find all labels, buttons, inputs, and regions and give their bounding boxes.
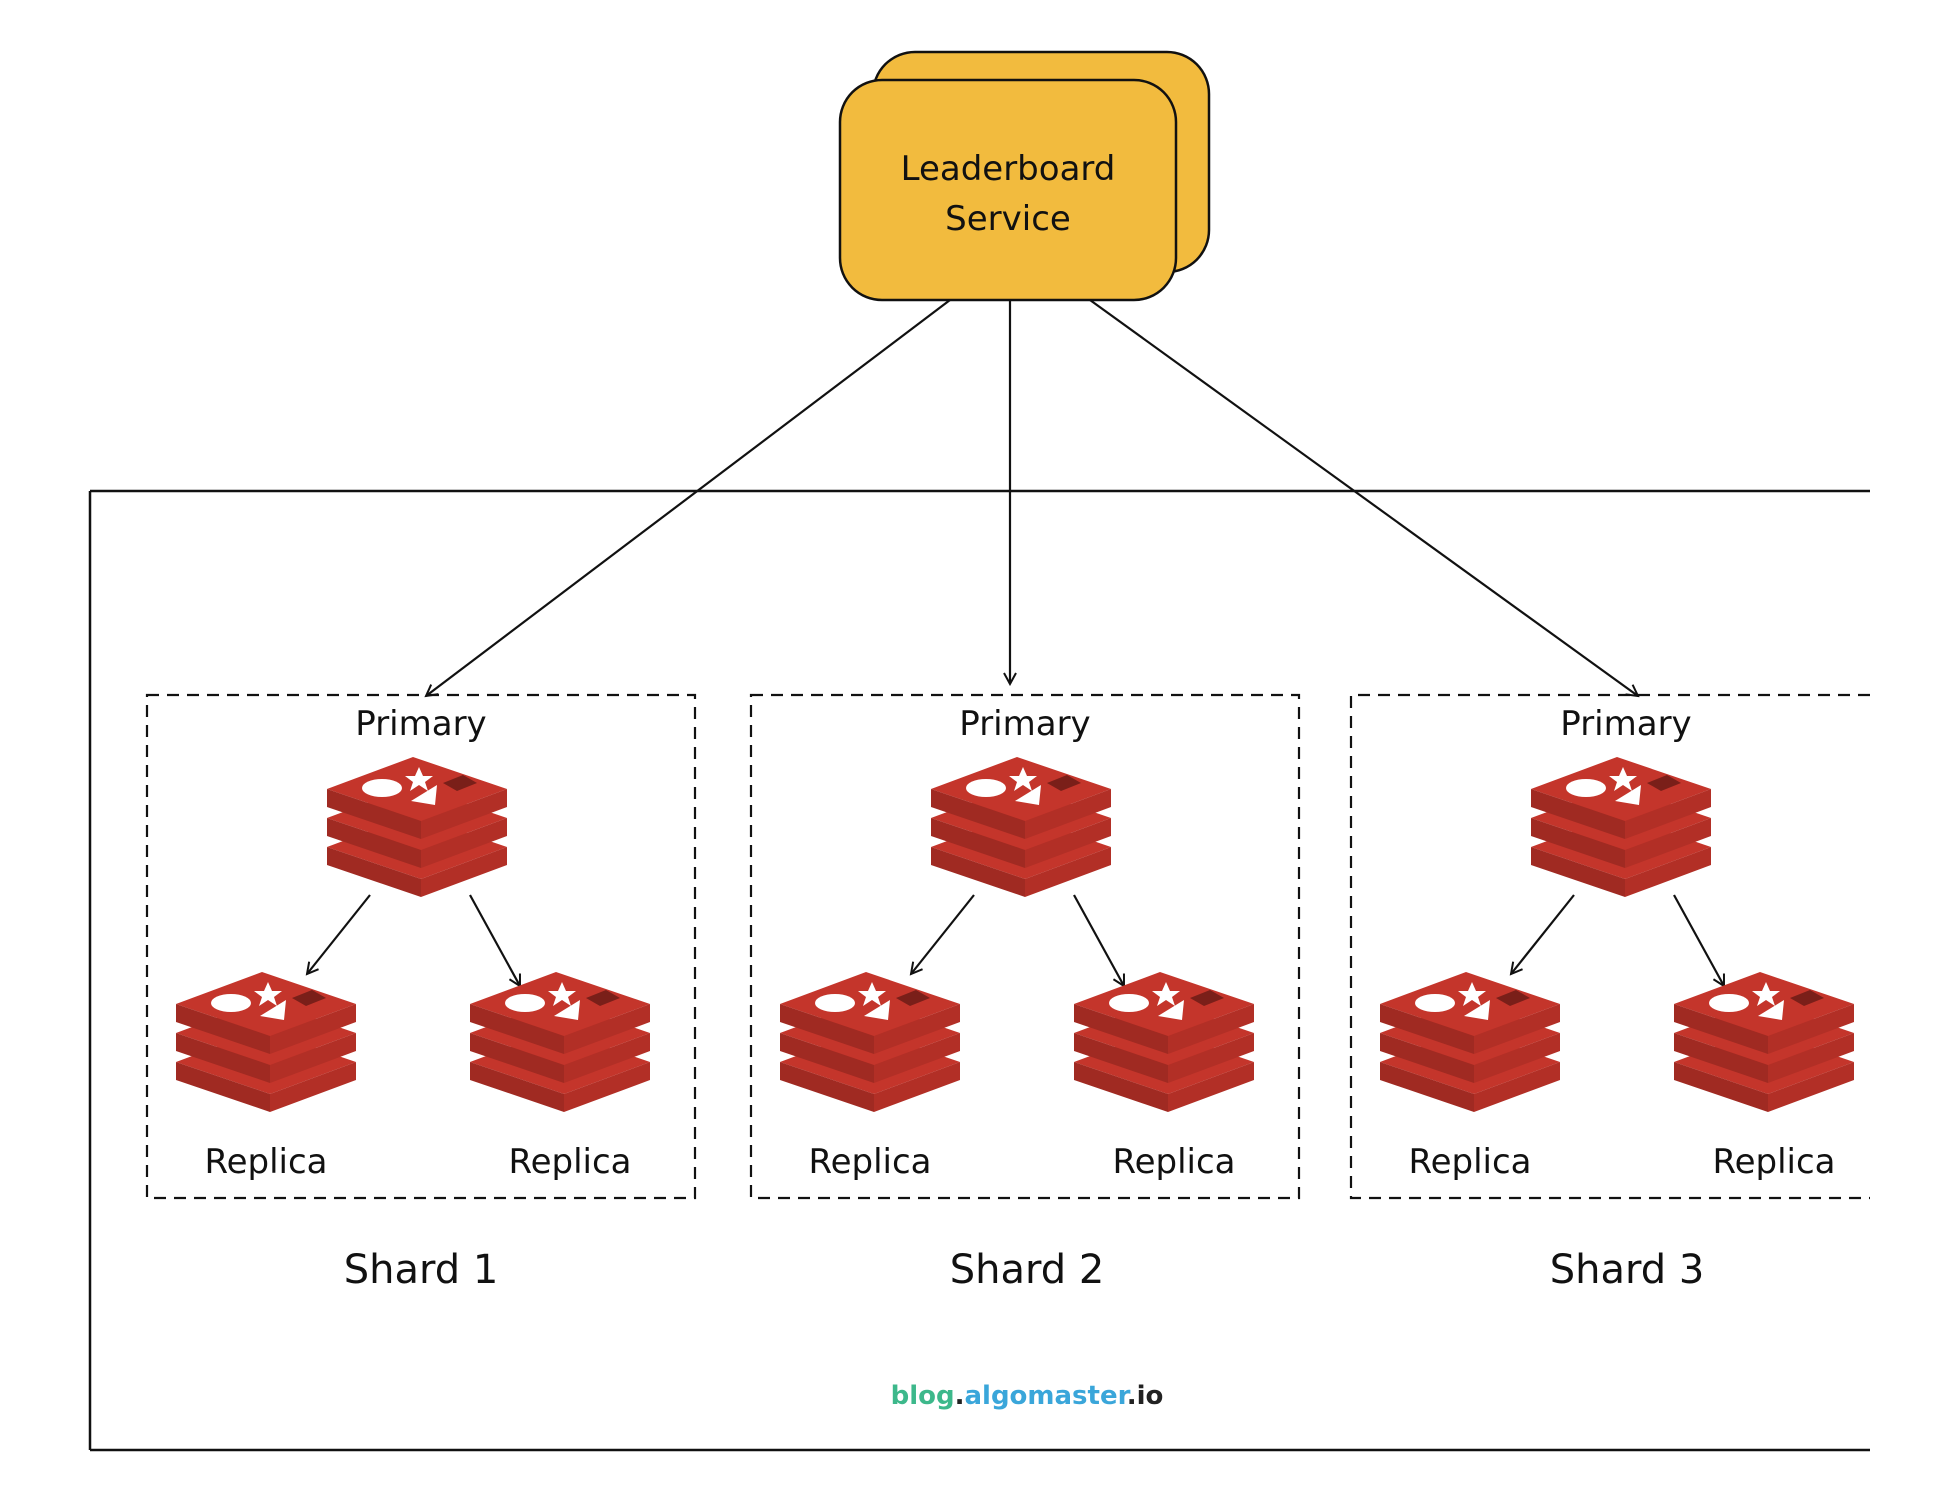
- redis-cube-icon: [1380, 972, 1560, 1112]
- redis-cube-icon: [1674, 972, 1854, 1112]
- shard-2: Primary Replica Replica Shard 2: [749, 693, 1301, 1293]
- shard-3-primary-label: Primary: [1560, 704, 1691, 744]
- shard-2-name: Shard 2: [950, 1247, 1105, 1293]
- shard-2-replica-label-left: Replica: [808, 1142, 931, 1182]
- shard-1-primary-label: Primary: [355, 704, 486, 744]
- redis-cube-icon: [1074, 972, 1254, 1112]
- shard-3-replica-label-left: Replica: [1408, 1142, 1531, 1182]
- arrow-to-shard1-primary: [426, 299, 951, 696]
- shard-1-name: Shard 1: [344, 1247, 499, 1293]
- redis-cube-icon: [931, 757, 1111, 897]
- shard-1-replica-label-right: Replica: [508, 1142, 631, 1182]
- watermark-dot1: .: [955, 1381, 965, 1411]
- arrow-to-shard3-primary: [1089, 299, 1638, 696]
- service-label-line2: Service: [945, 199, 1071, 239]
- shard-1: Primary Replica Replica Shard 1: [145, 693, 697, 1293]
- leaderboard-service-node: Leaderboard Service: [838, 50, 1211, 302]
- redis-cube-icon: [470, 972, 650, 1112]
- redis-cube-icon: [1531, 757, 1711, 897]
- watermark-blog: blog: [891, 1381, 955, 1411]
- redis-cube-icon: [780, 972, 960, 1112]
- service-to-primary-arrows: [426, 299, 1638, 696]
- shard-3-replica-label-right: Replica: [1712, 1142, 1835, 1182]
- watermark-algomaster: algomaster: [964, 1381, 1130, 1411]
- shard-3-boundary: [1349, 693, 1870, 1200]
- shard-2-primary-label: Primary: [959, 704, 1090, 744]
- shard-1-replica-label-left: Replica: [204, 1142, 327, 1182]
- cluster-frame: [88, 489, 1870, 1452]
- redis-cube-icon: [327, 757, 507, 897]
- watermark: blog.algomaster.io: [891, 1381, 1164, 1411]
- shard-1-boundary: [145, 693, 697, 1200]
- shard-3-name: Shard 3: [1550, 1247, 1705, 1293]
- watermark-io: io: [1137, 1381, 1164, 1411]
- service-label-line1: Leaderboard: [901, 149, 1116, 189]
- shard-3: Primary Replica Replica Shard 3: [1349, 693, 1870, 1293]
- redis-cube-icon: [176, 972, 356, 1112]
- shard-2-replica-label-right: Replica: [1112, 1142, 1235, 1182]
- watermark-dot2: .: [1127, 1381, 1137, 1411]
- shard-2-boundary: [749, 693, 1301, 1200]
